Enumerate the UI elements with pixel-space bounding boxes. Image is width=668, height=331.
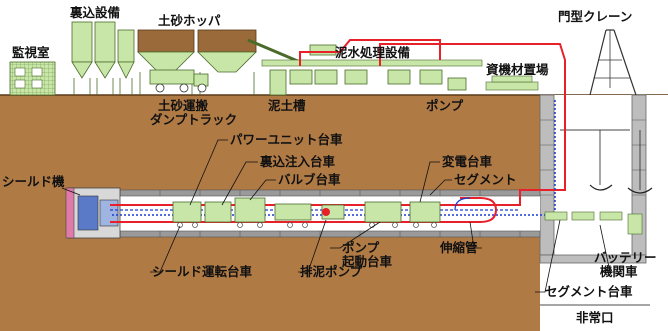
label-shield-drive-car: シールド運転台車 [152, 264, 253, 279]
label-mud-tank: 泥土槽 [268, 98, 306, 113]
grout-facility-silos [71, 21, 135, 95]
shaft-bottom-cars [544, 211, 643, 235]
soil-hoppers [137, 29, 301, 95]
label-slurry-facility: 泥水処理設備 [335, 45, 411, 60]
label-transformer-car: 変電台車 [442, 154, 493, 169]
label-gantry-crane: 門型クレーン [558, 9, 632, 24]
label-segment: セグメント [454, 172, 517, 187]
label-grout-facility: 裏込設備 [69, 5, 121, 20]
label-dump-truck-1: 土砂運搬 [158, 98, 209, 113]
label-emergency-exit: 非常口 [576, 310, 614, 325]
shield-machine-body [65, 187, 121, 239]
leader-lines [61, 139, 650, 306]
slurry-treatment-facility [261, 44, 483, 96]
monitor-room-building [9, 61, 56, 96]
label-expansion-pipe: 伸縮管 [439, 240, 478, 255]
label-battery-2: 機関車 [600, 264, 638, 279]
label-monitor-room: 監視室 [12, 45, 50, 60]
label-material-yard: 資機材置場 [486, 62, 549, 77]
label-grout-car: 裏込注入台車 [259, 154, 336, 169]
label-dump-truck-2: ダンプトラック [150, 112, 237, 127]
label-battery-1: バッテリー [594, 250, 657, 265]
label-soil-hopper: 土砂ホッパ [158, 13, 221, 28]
material-yard [485, 75, 539, 91]
slurry-pipes [110, 39, 566, 223]
label-valve-car: バルブ台車 [278, 172, 341, 187]
label-segment-car: セグメント台車 [545, 284, 633, 299]
trailing-cars [172, 197, 441, 228]
label-pump-start-1: ポンプ [342, 240, 380, 255]
label-pump: ポンプ [426, 98, 464, 113]
label-shield-machine: シールド機 [2, 174, 65, 189]
gantry-crane [589, 29, 637, 96]
label-power-unit-car: パワーユニット台車 [230, 132, 343, 147]
label-pump-start-2: 起動台車 [341, 254, 393, 269]
dump-truck [149, 69, 209, 93]
label-discharge-pump: 排泥ポンプ [300, 264, 363, 279]
